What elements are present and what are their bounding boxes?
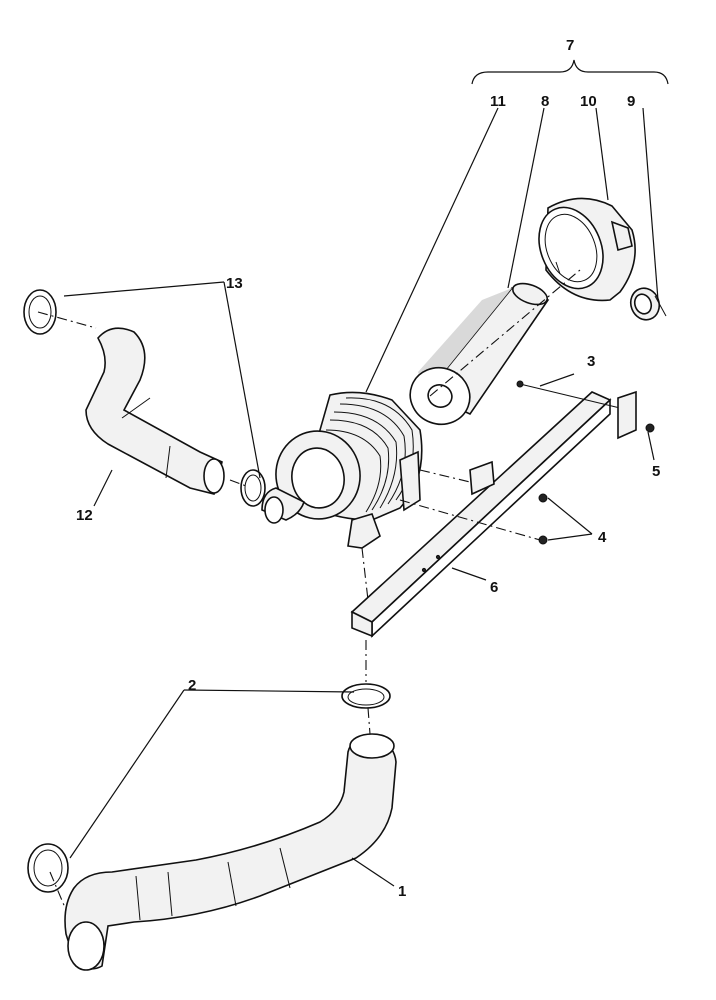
lower-hose: [64, 733, 397, 971]
callout-11: 11: [490, 93, 506, 110]
assembly-center-lines: [37, 269, 581, 911]
callout-2: 2: [188, 677, 196, 694]
callout-1: 1: [398, 883, 406, 900]
callout-3: 3: [587, 353, 595, 370]
mounting-bolts: [469, 460, 548, 545]
callout-5: 5: [652, 463, 660, 480]
leader-lines: [63, 107, 659, 887]
group-bracket-7: [471, 59, 669, 85]
callout-13: 13: [226, 275, 243, 292]
callout-9: 9: [627, 93, 635, 110]
end-bracket: [617, 390, 637, 440]
callout-8: 8: [541, 93, 549, 110]
lower-hose-clamp: [341, 683, 391, 709]
air-cleaner-housing: [261, 391, 423, 549]
callout-12: 12: [76, 507, 93, 524]
air-cleaner-cover: [538, 197, 636, 302]
housing-hose-clamp: [240, 469, 266, 507]
dust-valve: [629, 287, 667, 321]
upper-hose: [85, 327, 225, 495]
mounting-bar: [350, 391, 612, 638]
callout-6: 6: [490, 579, 498, 596]
through-bolt: [516, 380, 621, 409]
inlet-hose-clamp: [27, 843, 69, 893]
filter-element: [409, 282, 550, 426]
callout-7: 7: [566, 37, 574, 54]
lock-nut: [645, 423, 655, 433]
callout-10: 10: [580, 93, 597, 110]
callout-4: 4: [598, 529, 607, 546]
